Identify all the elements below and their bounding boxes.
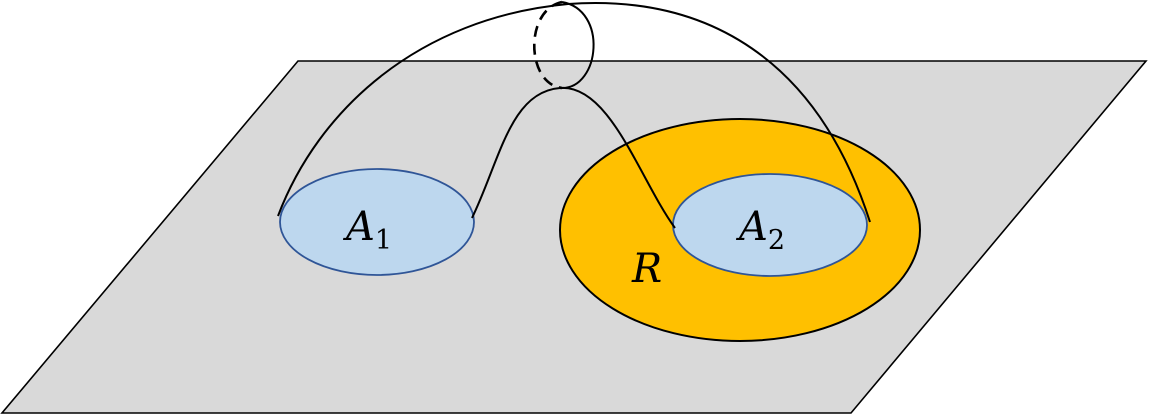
label-a1-letter: A bbox=[342, 204, 375, 250]
label-r: R bbox=[631, 246, 662, 292]
label-a2: A2 bbox=[735, 204, 785, 256]
label-a2-subscript: 2 bbox=[768, 225, 785, 256]
region-a1 bbox=[279, 168, 475, 276]
label-a2-letter: A bbox=[735, 204, 768, 250]
label-a1: A1 bbox=[342, 204, 392, 256]
label-a1-subscript: 1 bbox=[375, 225, 392, 256]
meridian-loop-back bbox=[533, 0, 563, 90]
meridian-loop-front bbox=[561, 1, 595, 89]
